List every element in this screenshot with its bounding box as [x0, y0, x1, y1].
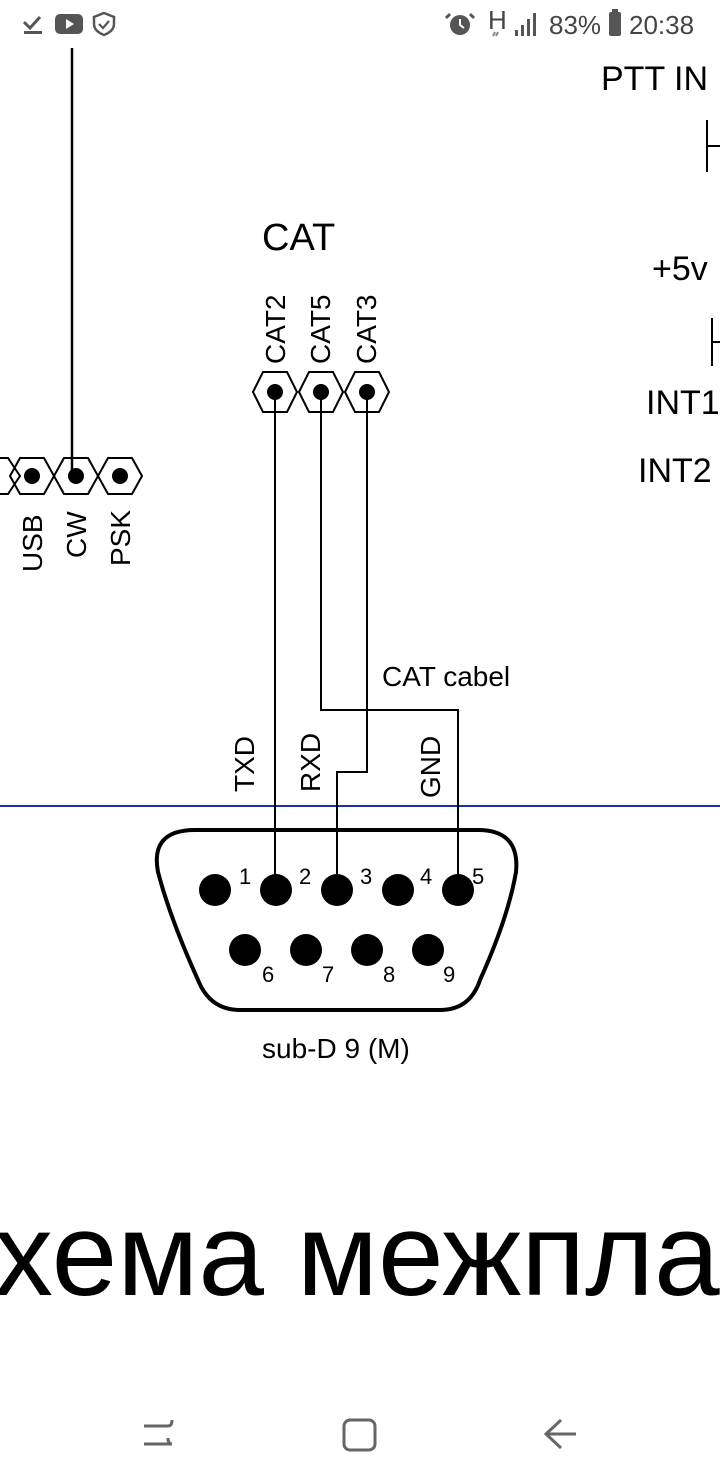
cat-pin-label-cat2: CAT2: [260, 295, 291, 365]
back-icon[interactable]: [530, 1408, 590, 1462]
alarm-icon: [444, 12, 476, 35]
cat-pin-label-cat3: CAT3: [351, 295, 382, 365]
db9-pin-number-7: 7: [322, 962, 334, 987]
caption-fragment: хема межпла: [0, 1189, 720, 1321]
cat-cable-wires: [274, 392, 459, 888]
right-label-plus5v: +5v: [652, 250, 708, 288]
right-label-int2: INT2: [638, 452, 712, 490]
download-done-icon: [22, 15, 42, 34]
mode-pin-header: [0, 457, 144, 495]
db9-pin-number-4: 4: [420, 864, 432, 889]
db9-connector-shell: [154, 828, 519, 1012]
battery-percent: 83%: [549, 10, 601, 40]
cat-header-title: CAT: [262, 217, 335, 259]
network-type: H: [488, 5, 507, 35]
db9-pin-number-5: 5: [472, 864, 484, 889]
cable-label: CAT cabel: [382, 661, 510, 692]
signal-icon: [492, 13, 536, 37]
db9-pin-number-2: 2: [299, 864, 311, 889]
signal-label-txd: TXD: [229, 736, 260, 792]
schematic-diagram: USB CW PSK CAT CAT2 CAT5 CAT3 CAT cabel …: [0, 48, 720, 1064]
right-label-int1: INT1: [646, 384, 720, 422]
db9-pin-number-1: 1: [239, 864, 251, 889]
clock: 20:38: [629, 10, 694, 40]
db9-pin-number-9: 9: [443, 962, 455, 987]
plus5v-wire-fragment: [711, 318, 720, 366]
signal-label-gnd: GND: [415, 736, 446, 798]
db9-pin-number-8: 8: [383, 962, 395, 987]
db9-pin-number-3: 3: [360, 864, 372, 889]
battery-icon: [609, 9, 621, 36]
mode-label-usb: USB: [17, 514, 48, 572]
recent-apps-icon[interactable]: [130, 1408, 190, 1462]
navigation-bar: [130, 1408, 590, 1462]
right-label-ptt-in: PTT IN: [601, 60, 708, 98]
status-bar: H 83% 20:38: [22, 5, 694, 40]
signal-label-rxd: RXD: [295, 733, 326, 792]
cat-pin-label-cat5: CAT5: [305, 295, 336, 365]
youtube-icon: [55, 14, 83, 34]
mode-label-cw: CW: [61, 511, 92, 558]
connector-label: sub-D 9 (M): [262, 1033, 410, 1064]
db9-pins: [199, 874, 474, 966]
db9-pin-number-6: 6: [262, 962, 274, 987]
home-icon[interactable]: [330, 1408, 390, 1462]
ptt-in-wire-fragment: [706, 120, 720, 172]
mode-label-psk: PSK: [105, 510, 136, 566]
shield-check-icon: [92, 11, 116, 37]
